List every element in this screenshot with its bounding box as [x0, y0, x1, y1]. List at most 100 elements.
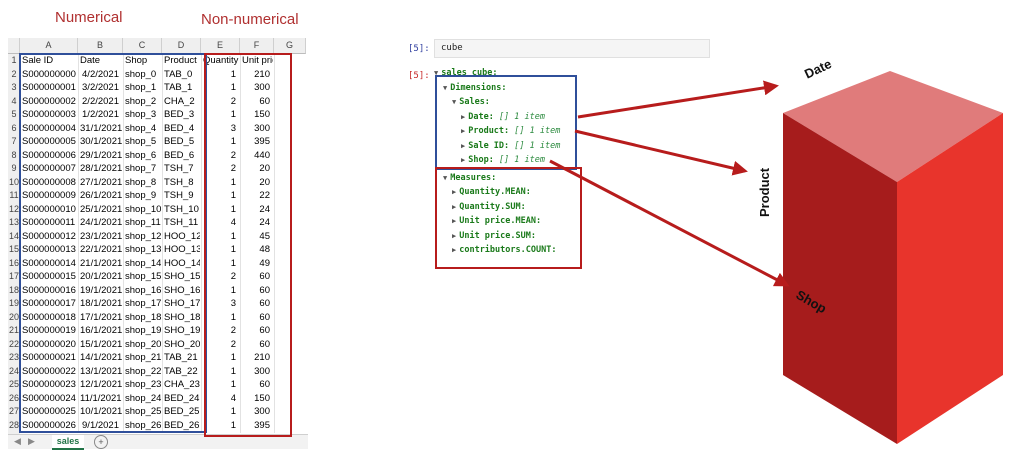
table-cell[interactable]: 9/1/2021 [82, 419, 119, 431]
table-cell[interactable]: 3 [230, 122, 236, 134]
measure-item[interactable]: ▶Unit price.SUM: [434, 229, 560, 244]
table-cell[interactable]: 27/1/2021 [80, 176, 122, 188]
table-cell[interactable]: 25/1/2021 [80, 203, 122, 215]
table-cell[interactable]: 20/1/2021 [80, 271, 122, 282]
table-cell[interactable]: 1 [230, 109, 236, 120]
header-cell[interactable]: Product [164, 55, 197, 66]
table-cell[interactable]: 1 [230, 190, 236, 201]
table-cell[interactable]: shop_16 [125, 284, 161, 296]
table-cell[interactable]: S000000016 [22, 284, 76, 296]
expand-triangle-icon[interactable]: ▼ [434, 69, 439, 77]
table-cell[interactable]: S000000019 [22, 325, 76, 336]
table-cell[interactable]: shop_9 [125, 190, 157, 201]
collapsed-triangle-icon[interactable]: ▶ [452, 188, 457, 196]
table-cell[interactable]: 1 [230, 257, 236, 269]
table-cell[interactable]: 11/1/2021 [80, 392, 122, 404]
collapsed-triangle-icon[interactable]: ▶ [452, 202, 457, 211]
table-cell[interactable]: 300 [254, 122, 270, 134]
add-sheet-button[interactable]: + [94, 435, 108, 449]
table-cell[interactable]: 1 [230, 136, 236, 147]
table-cell[interactable]: TAB_22 [164, 365, 198, 377]
table-cell[interactable]: S000000003 [22, 109, 76, 120]
table-cell[interactable]: 1 [230, 176, 236, 188]
sheet-tab-sales[interactable]: sales [52, 435, 84, 450]
table-cell[interactable]: 4 [230, 392, 236, 404]
table-cell[interactable]: CHA_2 [164, 95, 195, 107]
table-cell[interactable]: 3/2/2021 [82, 82, 119, 93]
table-cell[interactable]: shop_19 [125, 325, 161, 336]
table-cell[interactable]: shop_11 [125, 217, 161, 228]
dimension-item[interactable]: ▶Sale ID: [] 1 item [434, 139, 560, 154]
table-cell[interactable]: 26/1/2021 [80, 190, 122, 201]
table-cell[interactable]: shop_3 [125, 109, 157, 120]
table-cell[interactable]: shop_14 [125, 257, 161, 269]
table-cell[interactable]: TSH_11 [164, 217, 199, 228]
table-cell[interactable]: shop_2 [125, 95, 157, 107]
table-cell[interactable]: shop_5 [125, 136, 157, 147]
table-cell[interactable]: S000000011 [22, 217, 76, 228]
collapsed-triangle-icon[interactable]: ▶ [452, 231, 457, 240]
table-cell[interactable]: S000000005 [22, 136, 76, 147]
table-cell[interactable]: BED_5 [164, 136, 195, 147]
table-cell[interactable]: shop_6 [125, 149, 157, 161]
table-cell[interactable]: shop_7 [125, 163, 157, 174]
select-all-corner[interactable] [8, 38, 20, 54]
table-cell[interactable]: S000000014 [22, 257, 76, 269]
table-cell[interactable]: BED_6 [164, 149, 195, 161]
table-cell[interactable]: SHO_18 [164, 311, 200, 323]
table-cell[interactable]: 10/1/2021 [80, 406, 122, 417]
table-cell[interactable]: 45 [259, 230, 270, 242]
table-cell[interactable]: 440 [254, 149, 270, 161]
table-cell[interactable]: 22 [259, 190, 270, 201]
table-cell[interactable]: HOO_13 [164, 244, 200, 255]
table-cell[interactable]: S000000007 [22, 163, 76, 174]
table-cell[interactable]: shop_1 [125, 82, 157, 93]
table-cell[interactable]: S000000001 [22, 82, 76, 93]
table-cell[interactable]: 2 [230, 271, 236, 282]
table-cell[interactable]: 22/1/2021 [80, 244, 122, 255]
tree-root[interactable]: ▼sales_cube: [434, 66, 560, 81]
table-cell[interactable]: 395 [254, 136, 270, 147]
table-cell[interactable]: shop_17 [125, 298, 161, 309]
table-cell[interactable]: 300 [254, 406, 270, 417]
table-cell[interactable]: S000000015 [22, 271, 76, 282]
table-cell[interactable]: shop_13 [125, 244, 161, 255]
table-cell[interactable]: TSH_7 [164, 163, 194, 174]
table-cell[interactable]: 4/2/2021 [82, 68, 119, 80]
collapsed-triangle-icon[interactable]: ▶ [461, 127, 466, 135]
table-cell[interactable]: 12/1/2021 [80, 379, 122, 390]
table-cell[interactable]: S000000022 [22, 365, 76, 377]
table-cell[interactable]: S000000000 [22, 68, 76, 80]
table-cell[interactable]: 60 [259, 379, 270, 390]
table-cell[interactable]: TSH_9 [164, 190, 194, 201]
header-cell[interactable]: Unit price [242, 55, 273, 66]
table-cell[interactable]: 1 [230, 379, 236, 390]
table-cell[interactable]: S000000012 [22, 230, 76, 242]
table-cell[interactable]: TSH_8 [164, 176, 194, 188]
table-cell[interactable]: shop_12 [125, 230, 161, 242]
header-cell[interactable]: Shop [125, 55, 148, 66]
table-cell[interactable]: 31/1/2021 [80, 122, 122, 134]
table-cell[interactable]: S000000021 [22, 352, 76, 363]
code-input-cell[interactable]: cube [434, 39, 710, 58]
collapsed-triangle-icon[interactable]: ▶ [461, 156, 466, 164]
table-cell[interactable]: 20 [259, 176, 270, 188]
table-cell[interactable]: HOO_14 [164, 257, 200, 269]
table-cell[interactable]: 19/1/2021 [80, 284, 122, 296]
table-cell[interactable]: HOO_12 [164, 230, 200, 242]
table-cell[interactable]: S000000010 [22, 203, 76, 215]
table-cell[interactable]: shop_26 [125, 419, 161, 431]
table-cell[interactable]: shop_24 [125, 392, 161, 404]
table-cell[interactable]: shop_20 [125, 338, 161, 350]
tree-sales[interactable]: ▼Sales: [434, 95, 560, 110]
table-cell[interactable]: 60 [259, 298, 270, 309]
table-cell[interactable]: SHO_16 [164, 284, 200, 296]
table-cell[interactable]: SHO_15 [164, 271, 200, 282]
table-cell[interactable]: 60 [259, 95, 270, 107]
table-cell[interactable]: shop_8 [125, 176, 157, 188]
table-cell[interactable]: 395 [254, 419, 270, 431]
table-cell[interactable]: 2 [230, 325, 236, 336]
measure-item[interactable]: ▶contributors.COUNT: [434, 243, 560, 258]
table-cell[interactable]: 210 [254, 68, 270, 80]
table-cell[interactable]: 17/1/2021 [80, 311, 122, 323]
